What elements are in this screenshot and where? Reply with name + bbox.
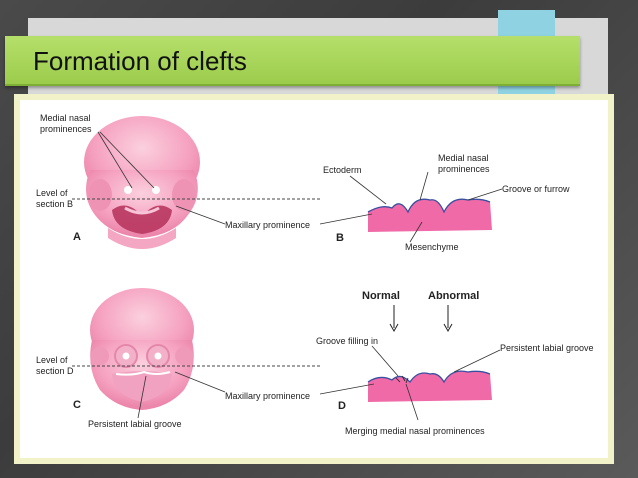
label-medial-nasal-b-1: Medial nasal <box>438 153 489 163</box>
label-medial-nasal-a-2: prominences <box>40 124 92 134</box>
label-mesenchyme: Mesenchyme <box>405 242 459 252</box>
figure-panel: Medial nasal prominences Level of sectio… <box>20 100 608 458</box>
label-persistent-labial-groove-d: Persistent labial groove <box>500 343 594 353</box>
panel-letter-d: D <box>338 400 346 412</box>
label-maxillary-prominence-top: Maxillary prominence <box>225 220 310 230</box>
label-groove-filling-in: Groove filling in <box>316 336 378 346</box>
panel-letter-c: C <box>73 399 81 411</box>
label-groove-or-furrow: Groove or furrow <box>502 184 570 194</box>
embryo-face-a <box>84 116 200 249</box>
embryo-face-c <box>90 288 194 410</box>
label-persistent-labial-groove-c: Persistent labial groove <box>88 419 182 429</box>
tissue-section-d <box>367 370 492 402</box>
label-level-section-d-2: section D <box>36 366 74 376</box>
label-merging-medial-nasal-prominences: Merging medial nasal prominences <box>345 426 485 436</box>
abnormal-arrow-icon <box>443 305 453 333</box>
slide-title: Formation of clefts <box>33 46 247 76</box>
label-level-section-b-2: section B <box>36 199 73 209</box>
title-bar: Formation of clefts <box>5 36 580 86</box>
label-maxillary-prominence-bottom: Maxillary prominence <box>225 391 310 401</box>
tissue-section-b <box>367 198 492 232</box>
label-level-section-b-1: Level of <box>36 188 68 198</box>
panel-letter-a: A <box>73 231 81 243</box>
label-medial-nasal-a-1: Medial nasal <box>40 113 91 123</box>
label-level-section-d-1: Level of <box>36 355 68 365</box>
panel-letter-b: B <box>336 232 344 244</box>
label-normal: Normal <box>362 290 400 302</box>
label-medial-nasal-b-2: prominences <box>438 164 490 174</box>
label-ectoderm: Ectoderm <box>323 165 362 175</box>
cleft-formation-diagram: Medial nasal prominences Level of sectio… <box>36 113 594 436</box>
normal-arrow-icon <box>389 305 399 333</box>
label-abnormal: Abnormal <box>428 290 479 302</box>
